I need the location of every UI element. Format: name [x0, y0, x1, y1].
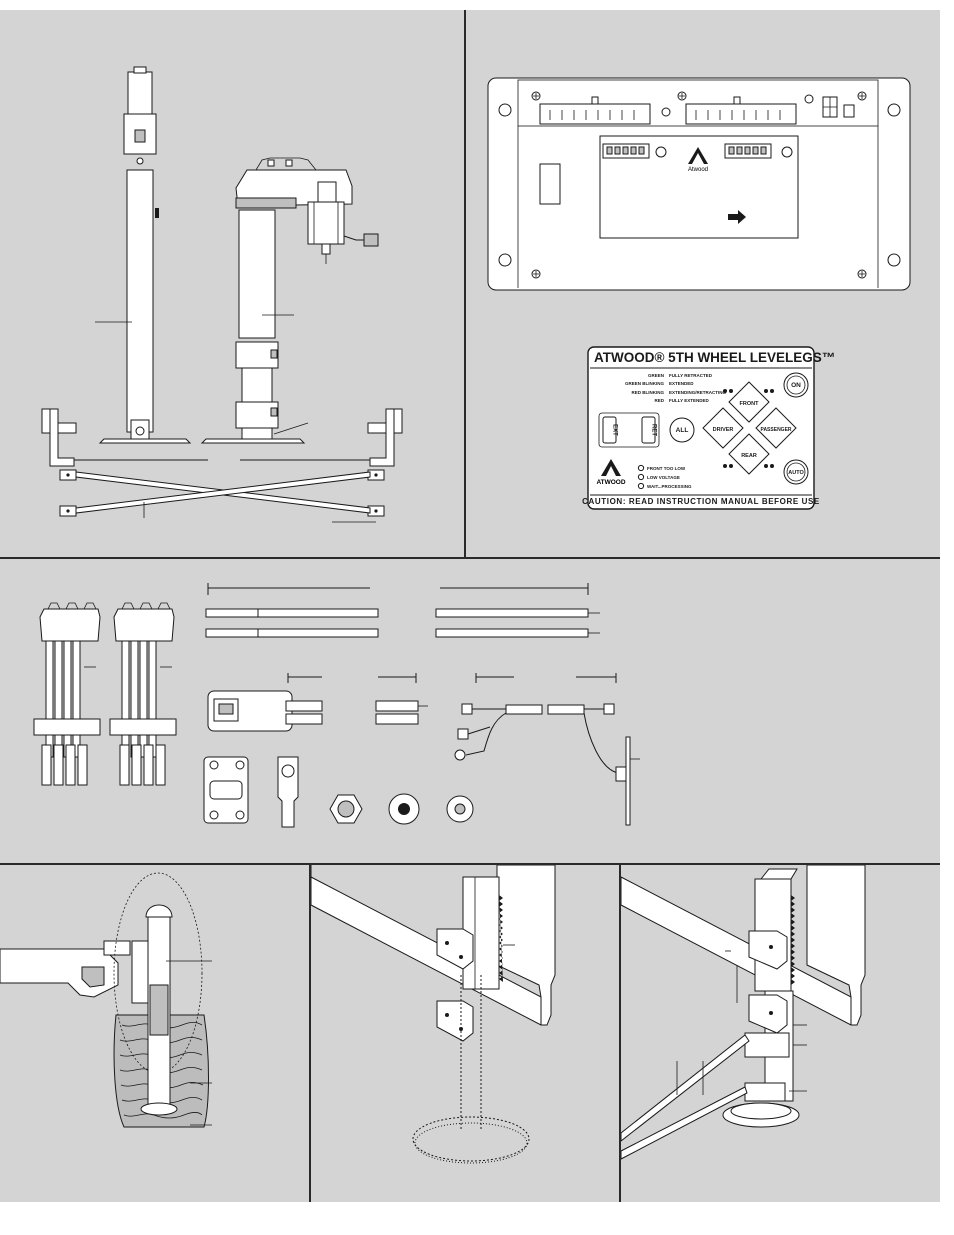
front-label: FRONT — [740, 401, 760, 407]
jack-leg-left — [95, 67, 190, 443]
touch-pad-brand: ATWOOD — [596, 479, 625, 486]
indicator-1: FRONT TOO LOW — [647, 466, 686, 471]
legend-color-3: RED BLINKING — [632, 390, 665, 395]
indicator-3: WAIT...PROCESSING — [647, 484, 692, 489]
legend-meaning-3: EXTENDING/RETRACTING — [669, 390, 727, 395]
divider-row2 — [0, 863, 940, 865]
panel-install-bracket — [311, 865, 619, 1202]
circuit-breaker — [204, 757, 248, 823]
frame-rail-f — [621, 865, 865, 1025]
indicator-2: LOW VOLTAGE — [647, 475, 680, 480]
trailer-frame — [0, 941, 130, 997]
legend-color-4: RED — [654, 398, 664, 403]
passenger-label: PASSENGER — [760, 427, 791, 433]
legend-color-1: GREEN — [648, 373, 664, 378]
panel-leg-assemblies — [0, 10, 464, 558]
divider-bottom-v1 — [309, 865, 311, 1202]
on-button[interactable]: ON — [784, 373, 808, 397]
auto-button[interactable]: AUTO — [784, 460, 808, 484]
extension-cables — [206, 583, 600, 637]
ring-terminal — [278, 757, 298, 827]
touch-pad-title: ATWOOD® 5TH WHEEL LEVELEGS™ — [594, 350, 835, 365]
frame-rail — [311, 865, 555, 1025]
on-label: ON — [791, 382, 801, 389]
jack-leg-powered — [202, 158, 378, 443]
cross-brace-kit — [42, 409, 402, 522]
controller-brand: Atwood — [688, 167, 708, 173]
legend-meaning-1: FULLY RETRACTED — [669, 373, 713, 378]
legend-meaning-4: FULLY EXTENDED — [669, 398, 710, 403]
installed-jack — [723, 869, 807, 1127]
rear-label: REAR — [741, 453, 757, 459]
wiring-harness-switch — [455, 673, 640, 825]
legend-color-2: GREEN BLINKING — [625, 381, 665, 386]
lock-washer — [389, 794, 419, 824]
panel-hardware-parts — [0, 559, 940, 863]
ext-label: EXT — [612, 424, 618, 436]
flat-washer — [447, 796, 473, 822]
controller-box: Atwood — [488, 78, 910, 290]
all-label: ALL — [676, 427, 689, 434]
auto-label: AUTO — [788, 470, 804, 476]
ext-button[interactable]: EXT — [603, 417, 618, 443]
all-button[interactable]: ALL — [670, 418, 694, 442]
divider-bottom-v2 — [619, 865, 621, 1202]
panel-install-wheel — [0, 865, 309, 1202]
panel-controller: Atwood ATWOOD® 5TH WHEEL LEVELEGS™ GREEN… — [466, 10, 940, 558]
caution-text: CAUTION: READ INSTRUCTION MANUAL BEFORE … — [582, 497, 820, 506]
installed-braces — [621, 965, 749, 1159]
divider-row1 — [0, 557, 940, 559]
short-leads — [376, 673, 428, 724]
legend-meaning-2: EXTENDED — [669, 381, 694, 386]
panel-install-leg — [621, 865, 940, 1202]
ret-button[interactable]: RET — [642, 417, 657, 443]
harness-connector-1 — [34, 603, 100, 785]
touch-pad: ATWOOD® 5TH WHEEL LEVELEGS™ GREEN FULLY … — [582, 347, 835, 509]
ret-label: RET — [651, 424, 657, 436]
harness-connector-2 — [110, 603, 176, 785]
divider-top-vertical — [464, 10, 466, 558]
driver-label: DRIVER — [713, 427, 734, 433]
hex-nut — [330, 795, 362, 823]
relay-block — [208, 673, 322, 731]
